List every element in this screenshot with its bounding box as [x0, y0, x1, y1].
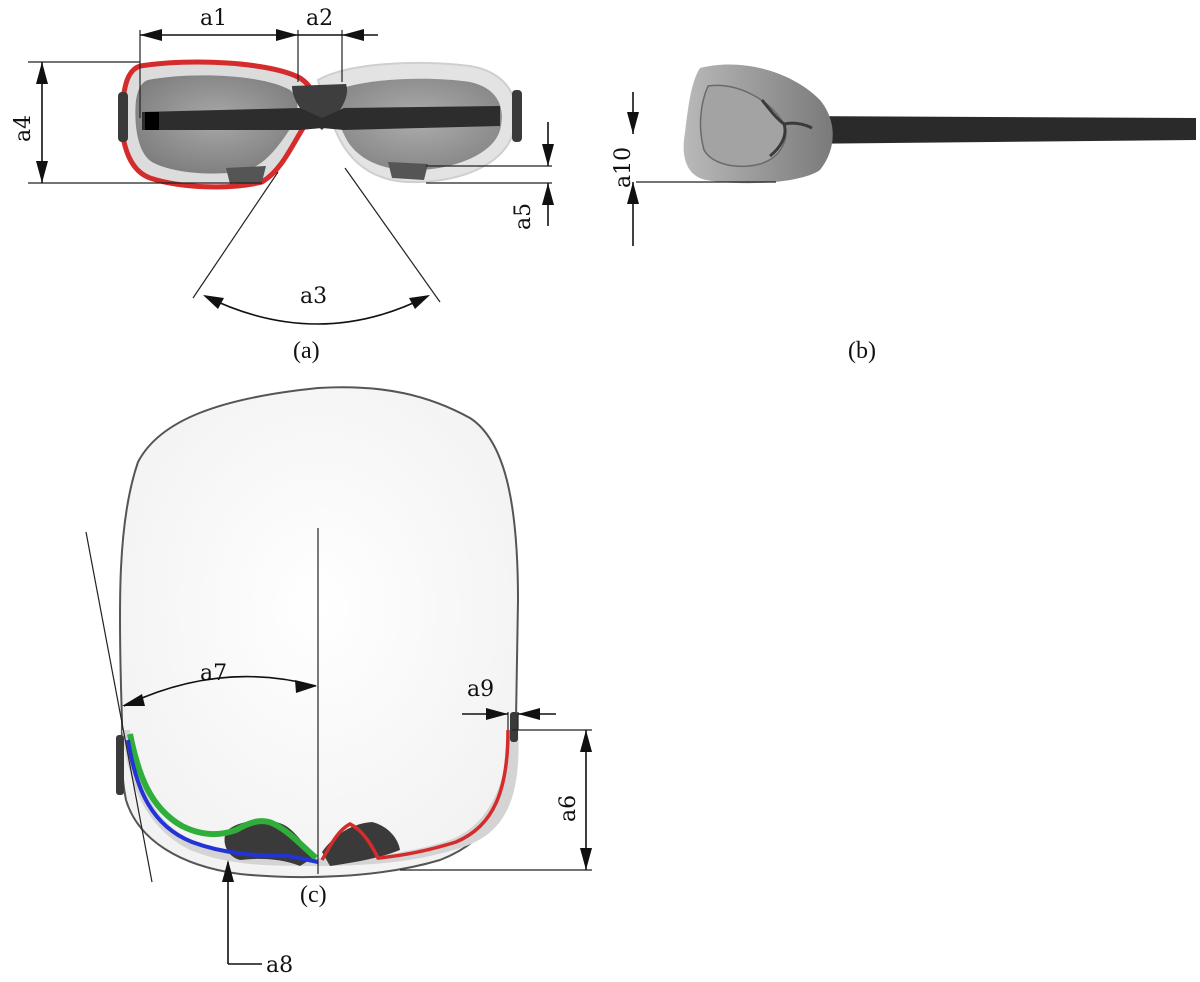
a4-arrow-top: [36, 62, 48, 84]
a4-arrow-bottom: [36, 161, 48, 183]
label-a4: a4: [11, 115, 36, 142]
a3-arrow-left: [203, 295, 224, 309]
a9-arrow-left: [486, 708, 508, 720]
label-a3: a3: [300, 284, 327, 309]
panel-b: a10 (b): [611, 64, 1196, 364]
a3-leg-left: [192, 171, 279, 299]
side-strap: [790, 116, 1196, 144]
label-a10: a10: [611, 147, 636, 188]
label-a8: a8: [266, 953, 293, 978]
side-clip-left-c: [116, 735, 124, 795]
panel-c: a7 a9 a6 a8 (c): [85, 386, 592, 978]
label-a6: a6: [556, 795, 581, 822]
head-outline: [118, 386, 520, 879]
a8-arrow: [222, 860, 234, 882]
a10-arrow-top: [627, 112, 639, 134]
panel-a: a1 a2 a4 a5 a3 (a): [11, 6, 554, 364]
a3-leg-right: [344, 167, 441, 303]
a1-arrow-right: [276, 29, 298, 41]
strap-band: [142, 106, 500, 130]
nose-pad-right: [322, 822, 400, 866]
label-a7: a7: [200, 661, 227, 686]
outline-green-left: [127, 733, 318, 861]
a10-arrow-bottom: [627, 182, 639, 204]
a9-arrow-right: [518, 708, 540, 720]
outline-red-right: [320, 729, 510, 861]
caption-c: (c): [300, 882, 327, 908]
a5-arrow-bottom: [542, 183, 554, 205]
label-a1: a1: [200, 6, 227, 31]
label-a9: a9: [467, 677, 494, 702]
a3-arc: [204, 295, 429, 325]
caption-a: (a): [293, 338, 320, 364]
a6-arrow-top: [580, 730, 592, 752]
side-clip-right-c: [510, 712, 518, 742]
a5-arrow-top: [542, 144, 554, 166]
a2-arrow: [342, 29, 364, 41]
strap-buckle: [145, 112, 159, 130]
a7-arrow-right: [295, 680, 317, 693]
a1-arrow-left: [140, 29, 162, 41]
label-a2: a2: [306, 6, 333, 31]
label-a5: a5: [511, 203, 536, 230]
eye-cup-rib: [760, 99, 813, 158]
a3-arrow-right: [409, 295, 430, 309]
tangent-line: [85, 531, 153, 883]
frame-bottom-pad-left: [226, 166, 266, 184]
outline-blue-left: [126, 739, 319, 864]
side-clip-left: [118, 92, 128, 142]
a7-arc: [123, 675, 317, 707]
frame-bottom-pad-right: [388, 162, 428, 180]
a6-arrow-bottom: [580, 848, 592, 870]
caption-b: (b): [848, 338, 876, 364]
a7-arrow-left: [122, 694, 145, 706]
side-clip-right: [512, 90, 522, 142]
